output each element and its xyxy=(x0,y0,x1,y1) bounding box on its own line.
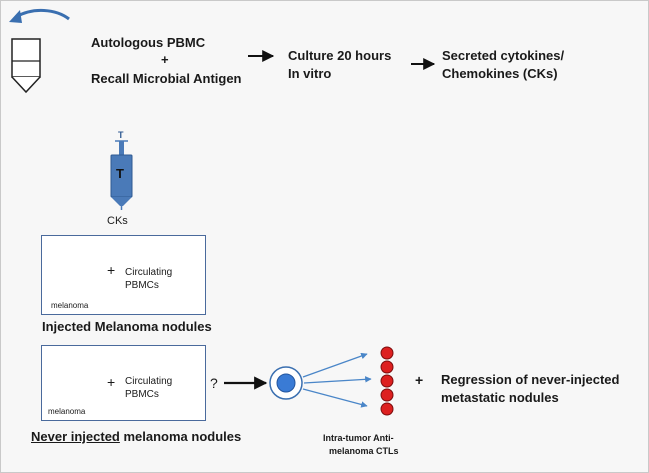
plus-sign: + xyxy=(415,372,424,388)
plus-sign: + xyxy=(107,262,116,278)
syringe-body-letter: T xyxy=(116,166,124,181)
lymphocyte-icon xyxy=(269,366,303,400)
never-injected-caption: Never injected melanoma nodules xyxy=(31,429,241,445)
antigen-label: Recall Microbial Antigen xyxy=(91,71,242,86)
curved-arrow-icon xyxy=(9,9,70,23)
pbmcs-label: PBMCs xyxy=(125,389,159,400)
ctl-spreading-arrows xyxy=(302,352,372,408)
injected-caption: Injected Melanoma nodules xyxy=(42,319,212,334)
regression-label: Regression of never-injected xyxy=(441,372,620,387)
metastatic-label: metastatic nodules xyxy=(441,390,559,405)
never-injected-panel xyxy=(41,345,206,421)
melanoma-label: melanoma xyxy=(48,407,86,416)
ctl-cells-icon xyxy=(380,346,394,416)
injected-panel xyxy=(41,235,206,315)
culture-label: Culture 20 hours xyxy=(288,48,392,63)
ctl-label-line2: melanoma CTLs xyxy=(329,446,399,456)
cks-label: CKs xyxy=(107,215,128,227)
pbmcs-label: PBMCs xyxy=(125,280,159,291)
syringe-icon xyxy=(110,140,133,210)
never-injected-rest: melanoma nodules xyxy=(119,429,242,444)
in-vitro-label: In vitro xyxy=(288,66,332,81)
circulating-label: Circulating xyxy=(125,376,173,387)
pbmc-label: Autologous PBMC xyxy=(91,35,206,50)
syringe-plunger-letter: T xyxy=(118,130,124,140)
secreted-cytokines-label: Secreted cytokines/ xyxy=(442,48,565,63)
plus-sign: + xyxy=(161,52,169,67)
blood-tube-icon xyxy=(11,38,41,94)
never-injected-underlined: Never injected xyxy=(31,429,120,444)
plus-sign: + xyxy=(107,374,116,390)
question-mark: ? xyxy=(210,375,218,391)
chemokines-label: Chemokines (CKs) xyxy=(442,66,558,81)
circulating-label: Circulating xyxy=(125,267,173,278)
ctl-label-line1: Intra-tumor Anti- xyxy=(323,433,394,443)
melanoma-label: melanoma xyxy=(51,301,89,310)
